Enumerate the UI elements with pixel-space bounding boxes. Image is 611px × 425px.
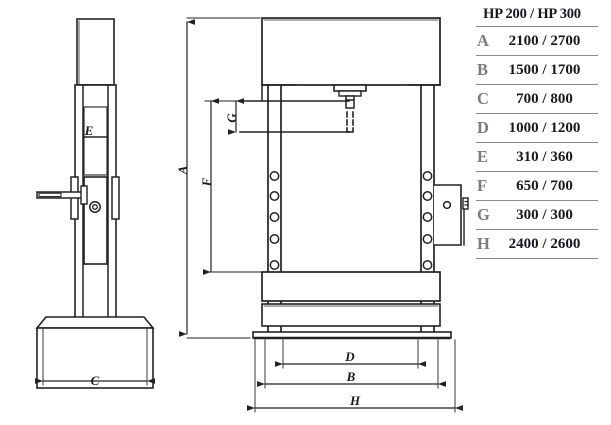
spec-table-rows: A 2100 / 2700 B 1500 / 1700 C 700 / 800 … bbox=[476, 26, 598, 259]
spec-value: 1500 / 1700 bbox=[508, 61, 581, 78]
front-bolster-table bbox=[261, 271, 441, 327]
dimension-label-layer: E C A F G D B H bbox=[84, 113, 361, 408]
spec-table-title: HP 200 / HP 300 bbox=[483, 6, 581, 22]
front-dimension-b bbox=[257, 339, 446, 389]
front-dimension-a bbox=[179, 17, 261, 339]
side-top-beam bbox=[76, 18, 115, 86]
spec-table: HP 200 / HP 300 A 2100 / 2700 B 1500 / 1… bbox=[466, 6, 598, 259]
spec-value: 2400 / 2600 bbox=[508, 235, 581, 252]
side-view-group bbox=[35, 18, 155, 389]
table-row: A 2100 / 2700 bbox=[476, 27, 598, 56]
side-lever-handle bbox=[36, 185, 88, 205]
front-upper-cross-plate bbox=[239, 84, 350, 133]
table-row: D 1000 / 1200 bbox=[476, 114, 598, 143]
label-b: B bbox=[346, 369, 356, 384]
table-row: F 650 / 700 bbox=[476, 172, 598, 201]
front-ram-assembly bbox=[333, 84, 367, 133]
table-row: B 1500 / 1700 bbox=[476, 56, 598, 85]
label-a: A bbox=[175, 165, 190, 175]
spec-key: E bbox=[477, 147, 489, 166]
spec-key: F bbox=[477, 176, 488, 195]
spec-key: B bbox=[477, 60, 489, 79]
label-e: E bbox=[84, 123, 94, 138]
spec-key: G bbox=[477, 205, 490, 224]
side-base bbox=[35, 316, 155, 389]
table-row: H 2400 / 2600 bbox=[476, 230, 598, 259]
spec-key: A bbox=[477, 31, 489, 50]
front-side-bracket bbox=[433, 184, 469, 246]
label-h: H bbox=[349, 393, 361, 408]
front-base-plate bbox=[252, 331, 452, 340]
table-row: C 700 / 800 bbox=[476, 85, 598, 114]
front-top-beam bbox=[261, 17, 441, 86]
table-row: E 310 / 360 bbox=[476, 143, 598, 172]
spec-value: 300 / 300 bbox=[516, 206, 573, 223]
spec-value: 1000 / 1200 bbox=[508, 119, 581, 136]
spec-value: 700 / 800 bbox=[516, 90, 573, 107]
spec-value: 2100 / 2700 bbox=[508, 32, 581, 49]
spec-value: 650 / 700 bbox=[516, 177, 573, 194]
table-row: G 300 / 300 bbox=[476, 201, 598, 230]
front-view-group bbox=[179, 17, 469, 413]
side-dimension-c bbox=[35, 327, 155, 386]
label-f: F bbox=[199, 177, 214, 187]
label-d: D bbox=[344, 349, 355, 364]
front-dimension-h bbox=[247, 339, 463, 413]
spec-key: H bbox=[477, 234, 490, 253]
label-g: G bbox=[224, 113, 239, 123]
spec-key: D bbox=[477, 118, 489, 137]
spec-key: C bbox=[477, 89, 489, 108]
label-c: C bbox=[91, 373, 100, 388]
front-dimension-d bbox=[275, 339, 426, 369]
spec-value: 310 / 360 bbox=[516, 148, 573, 165]
